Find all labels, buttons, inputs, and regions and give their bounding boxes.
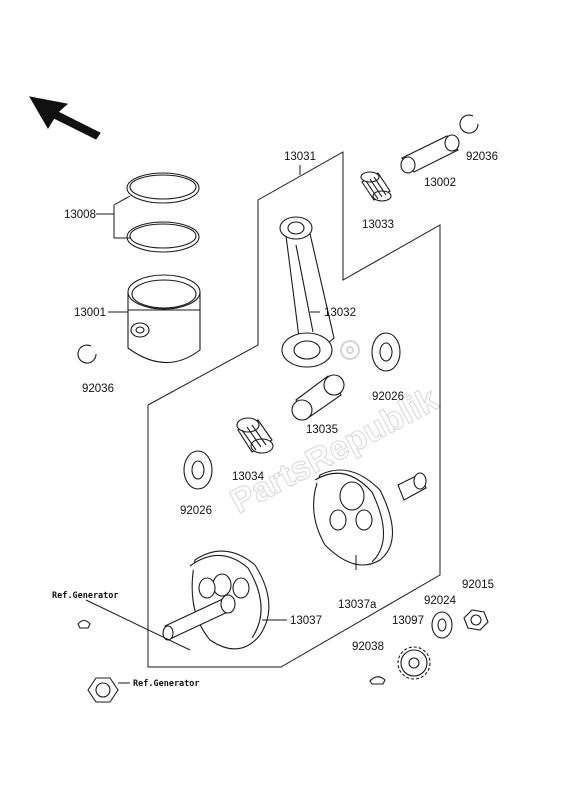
thrust-washer-left <box>183 450 213 490</box>
label-13037: 13037 <box>290 615 322 627</box>
ref-generator-label-top: Ref.Generator <box>52 591 119 601</box>
crankshaft-right-half <box>313 469 427 566</box>
label-13032: 13032 <box>324 307 356 319</box>
washer <box>431 611 453 639</box>
label-13097: 13097 <box>392 615 424 627</box>
label-13034: 13034 <box>232 471 265 483</box>
label-13037a: 13037a <box>338 599 377 611</box>
needle-bearing-large <box>236 417 274 454</box>
label-92026-right: 92026 <box>372 391 404 403</box>
front-direction-arrow-icon <box>29 96 101 140</box>
ref-generator-label-bottom: Ref.Generator <box>133 679 200 689</box>
label-92038: 92038 <box>352 641 384 653</box>
label-13001: 13001 <box>74 307 106 319</box>
label-13035: 13035 <box>306 424 338 436</box>
label-92036-left: 92036 <box>82 383 114 395</box>
ref-generator-key <box>77 619 91 629</box>
label-92024: 92024 <box>424 595 457 607</box>
piston-pin <box>400 134 460 174</box>
ref-generator-nut <box>87 677 119 703</box>
label-92026-left: 92026 <box>180 505 212 517</box>
circlip-right <box>459 114 479 134</box>
needle-bearing-small <box>360 171 392 202</box>
piston <box>127 274 201 364</box>
label-13008: 13008 <box>64 209 96 221</box>
watermark-gear-icon <box>340 340 360 360</box>
woodruff-key <box>369 676 386 685</box>
piston-rings <box>126 172 200 253</box>
label-92015: 92015 <box>462 579 494 591</box>
label-13031: 13031 <box>284 151 316 163</box>
leader-13008-top <box>113 195 131 206</box>
crank-gear <box>397 646 431 680</box>
assembly-outline <box>147 151 441 668</box>
leader-ref-generator-top <box>85 599 191 651</box>
leader-13008-bottom <box>113 205 130 239</box>
hex-nut <box>463 609 489 631</box>
label-13002: 13002 <box>424 177 456 189</box>
thrust-washer-right <box>371 332 401 372</box>
label-13033: 13033 <box>362 219 394 231</box>
circlip-left <box>77 344 97 364</box>
crankpin <box>291 374 345 421</box>
crankshaft-left-half <box>162 550 270 650</box>
label-92036-right: 92036 <box>466 151 498 163</box>
connecting-rod <box>279 216 335 368</box>
